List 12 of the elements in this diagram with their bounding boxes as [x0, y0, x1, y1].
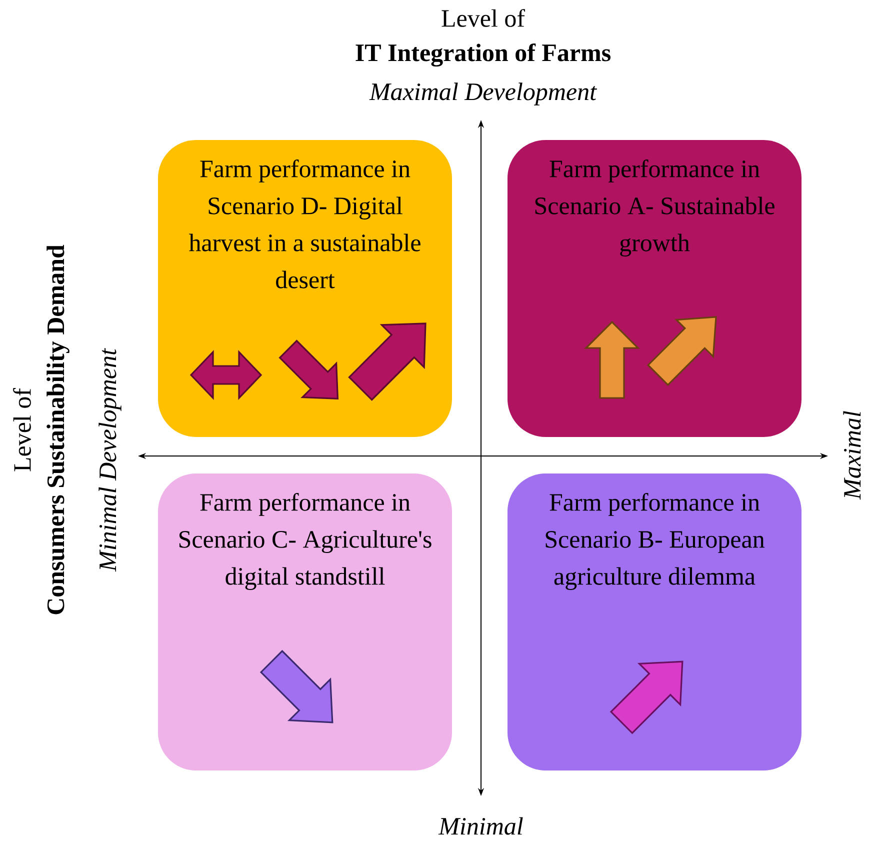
quadrant-box: Farm performance in Scenario C- Agriculture's digital standstill	[158, 474, 452, 770]
axis-label: Maximal Development	[369, 82, 598, 106]
axis-label: Minimal Development	[98, 348, 122, 572]
axis-label: IT Integration of Farms	[356, 43, 610, 67]
axis-label: Level of	[442, 9, 526, 27]
quadrant-box: Farm performance in Scenario B- European agriculture dilemma	[508, 474, 802, 770]
axis-label: Level of	[13, 388, 31, 472]
quadrant-box: Farm performance in Scenario D- Digital harvest in a sustainable desert	[158, 140, 452, 437]
axis-label: Maximal	[843, 411, 861, 500]
axis-label: Consumers Sustainability Demand	[46, 244, 70, 614]
quadrant-box: Farm performance in Scenario A- Sustainable growth	[508, 140, 802, 437]
axis-label: Minimal	[438, 817, 523, 835]
